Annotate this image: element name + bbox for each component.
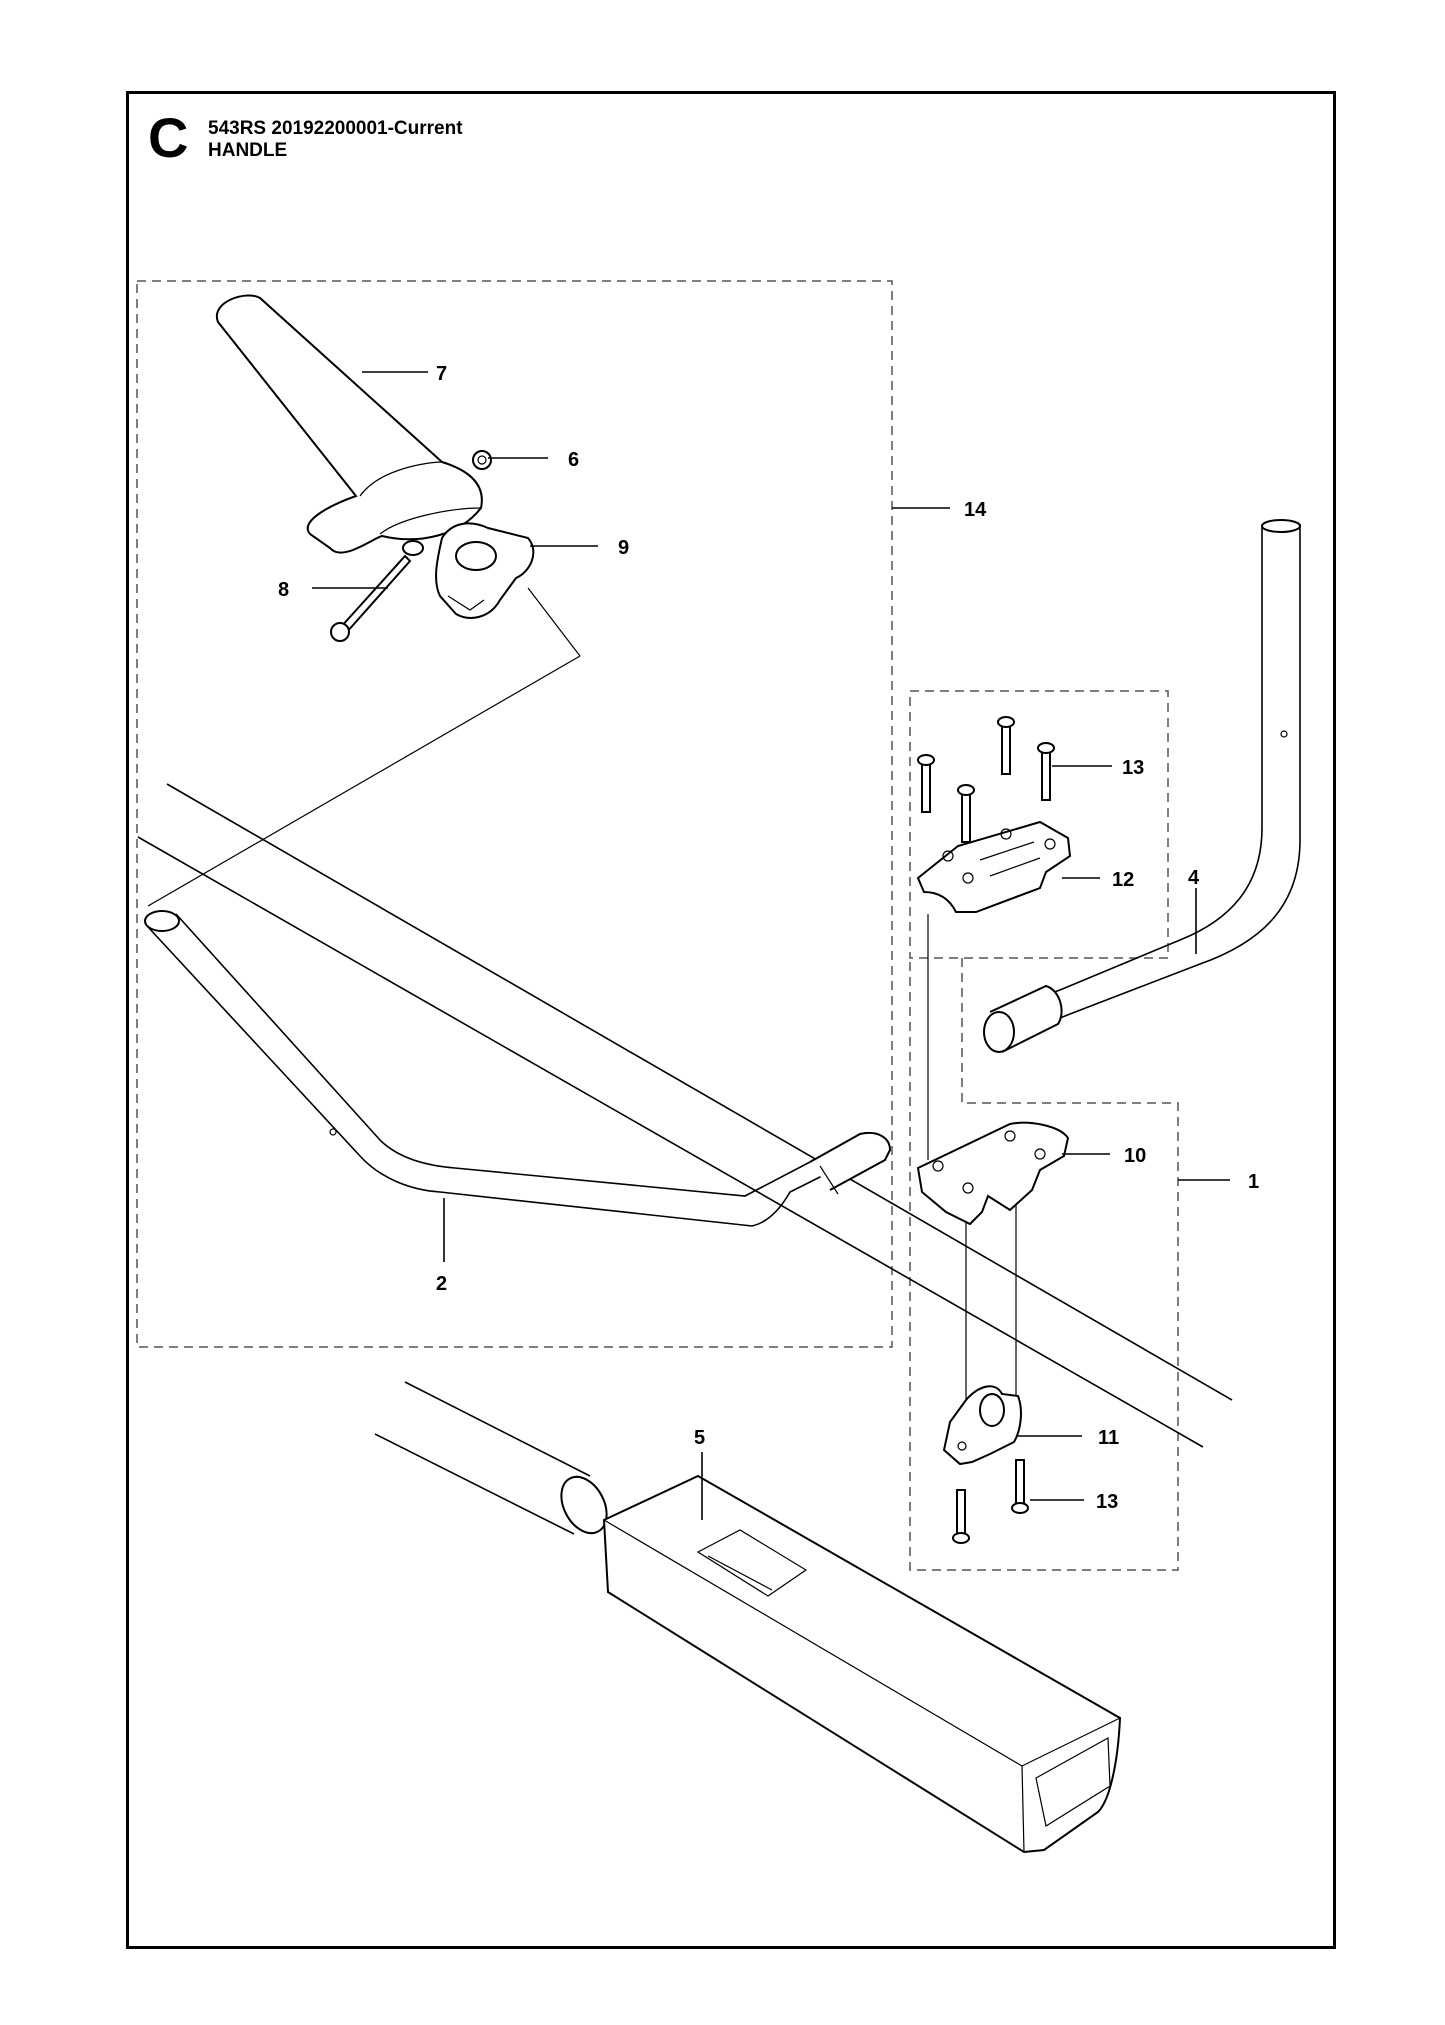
group-box-1 (909, 958, 1179, 1571)
callout-2: 2 (436, 1273, 447, 1295)
callout-9: 9 (618, 537, 629, 559)
clamp-part (435, 522, 535, 619)
callout-13-lower: 13 (1096, 1491, 1118, 1513)
group-box-12 (909, 690, 1169, 959)
section-letter: C (148, 106, 189, 169)
model-line: 543RS 20192200001-Current (208, 118, 463, 139)
callout-8: 8 (278, 579, 289, 601)
callout-13-upper: 13 (1122, 757, 1144, 779)
callout-11: 11 (1098, 1427, 1119, 1449)
callout-4: 4 (1188, 867, 1200, 889)
callout-6: 6 (568, 449, 579, 471)
shaft-housing-part (374, 1381, 1122, 1854)
projection-line (527, 587, 581, 657)
screws-13-lower (952, 1459, 1029, 1544)
clamp-11-part (942, 1385, 1022, 1466)
lower-clamp-part (916, 1121, 1070, 1226)
upper-clamp-part (916, 820, 1072, 913)
group-box-14 (136, 280, 893, 1348)
handlebar-part (144, 910, 892, 1227)
callout-12: 12 (1112, 869, 1134, 891)
callout-14: 14 (964, 499, 987, 521)
page-frame (126, 91, 1336, 1949)
shaft-line-upper (166, 783, 1233, 1401)
shaft-line-lower (137, 836, 1204, 1448)
screw-8-part (330, 554, 412, 642)
nut-part (472, 450, 492, 470)
grip-part (215, 294, 483, 556)
callout-1: 1 (1248, 1171, 1259, 1193)
callout-7: 7 (436, 363, 447, 385)
callout-10: 10 (1124, 1145, 1146, 1167)
handle-tube-part (983, 519, 1301, 1053)
callout-5: 5 (694, 1427, 705, 1449)
screws-13-upper (917, 716, 1055, 843)
projection-line (147, 655, 581, 907)
page-title: HANDLE (208, 140, 288, 161)
